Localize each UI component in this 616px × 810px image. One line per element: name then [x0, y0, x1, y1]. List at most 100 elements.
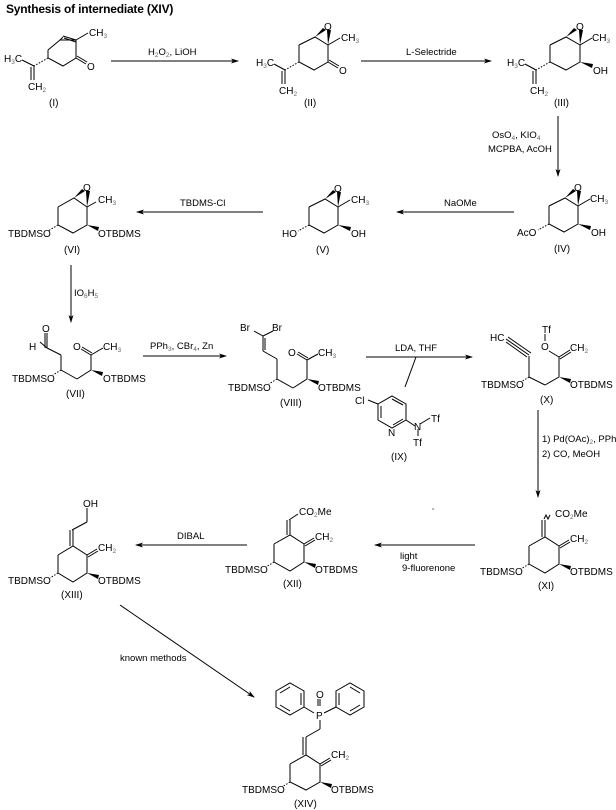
tbdmso-label: TBDMSO [242, 785, 285, 796]
compound-III: O CH3 OH H3C CH2 (III) [507, 22, 610, 109]
compound-label-VIII: (VIII) [280, 398, 302, 409]
ch3-label: CH3 [98, 195, 116, 207]
compound-XIII: OH CH2 OTBDMS TBDMSO (XIII) [8, 499, 141, 601]
pyridine-n: N [388, 428, 395, 439]
otbdms-label: OTBDMS [331, 785, 374, 796]
aldehyde-o: O [42, 324, 50, 335]
cond-VIII-X: LDA, THF [395, 343, 437, 354]
compound-XI: CO2Me CH2 OTBDMS TBDMSO (XI) [480, 509, 613, 592]
cond-X-XI-2: 2) CO, MeOH [542, 449, 600, 460]
epoxide-o: O [574, 183, 582, 194]
scheme-title: Synthesis of internediate (XIV) [6, 2, 174, 16]
compound-label-IV: (IV) [554, 244, 570, 255]
cond-XI-XII-1: light [400, 551, 418, 562]
compound-VI: O CH3 OTBDMS TBDMSO (VI) [8, 183, 141, 256]
cl-label: Cl [355, 396, 364, 407]
cond-VI-VII: IO6H5 [74, 288, 99, 300]
cond-IV-V: NaOMe [444, 198, 477, 209]
compound-label-I: (I) [49, 98, 58, 109]
ch3-label: CH3 [318, 348, 336, 360]
otbdms-label: OTBDMS [570, 380, 613, 391]
arrow-XIII-XIV [119, 604, 255, 698]
ch2-label: CH2 [28, 82, 46, 94]
ch2-label: CH2 [570, 534, 588, 546]
ch2-label: CH2 [315, 532, 333, 544]
cond-V-VI: TBDMS-Cl [180, 198, 225, 209]
ketone-o: O [73, 342, 81, 353]
epoxide-o: O [324, 22, 332, 33]
otbdms-label: OTBDMS [315, 565, 358, 576]
compound-label-V: (V) [316, 245, 329, 256]
otbdms-label: OTBDMS [570, 567, 613, 578]
compound-label-XII: (XII) [283, 579, 302, 590]
tbdmso-label: TBDMSO [225, 565, 268, 576]
oh-label: OH [83, 499, 98, 510]
epoxide-o: O [576, 22, 584, 33]
br-label-1: Br [240, 323, 251, 334]
ch3-label: CH3 [341, 33, 359, 45]
tbdmso-label: TBDMSO [481, 380, 524, 391]
oh-label: OH [351, 229, 366, 240]
tbdmso-label: TBDMSO [8, 229, 51, 240]
compound-VII: O H O CH3 OTBDMS TBDMSO (VII) [12, 324, 146, 400]
epoxide-o: O [83, 183, 91, 194]
ch2-label: CH2 [530, 86, 548, 98]
compound-label-XIV: (XIV) [294, 799, 317, 810]
compound-VIII: Br Br O CH3 OTBDMS TBDMSO (VIII) [228, 323, 361, 409]
br-label-2: Br [272, 323, 283, 334]
compound-II: O CH3 O H3C CH2 (II) [256, 22, 359, 109]
co2me-label: CO2Me [555, 509, 588, 521]
cond-III-IV-1: OsO4, KIO4 [492, 130, 541, 142]
ch2-label: CH2 [331, 750, 349, 762]
h3c-label: H3C [256, 58, 274, 70]
cond-XI-XII-2: 9-fluorenone [402, 563, 455, 574]
ch3-label: CH3 [592, 33, 610, 45]
compound-label-II: (II) [304, 98, 316, 109]
phenyl-ring-right [335, 682, 365, 716]
cond-X-XI-1: 1) Pd(OAc)2, PPh3 [542, 434, 616, 446]
tf-label: Tf [542, 325, 551, 336]
tbdmso-label: TBDMSO [228, 383, 271, 394]
cond-XIII-XIV: known methods [120, 653, 187, 664]
phosphine-oxide-o: O [316, 690, 324, 701]
compound-I: CH3 O H3C CH2 (I) [4, 28, 107, 109]
ketone-o: O [339, 66, 347, 77]
compound-IV: O CH3 OH AcO (IV) [517, 183, 608, 255]
tbdmso-label: TBDMSO [8, 576, 51, 587]
cond-III-IV-2: MCPBA, AcOH [488, 144, 552, 155]
stray-dot [432, 508, 434, 510]
compound-label-XIII: (XIII) [61, 590, 83, 601]
aldehyde-h: H [29, 342, 36, 353]
phosphorus-label: P [316, 711, 323, 722]
tbdmso-label: TBDMSO [480, 567, 523, 578]
ch2-label: CH2 [570, 343, 588, 355]
compound-label-VI: (VI) [64, 245, 80, 256]
compound-XIV: O P CH2 OTBDMS TBDMSO (XIV) [242, 682, 374, 810]
cond-XII-XIII: DIBAL [177, 531, 204, 542]
compound-label-VII: (VII) [66, 389, 85, 400]
phenyl-ring-left [275, 682, 305, 716]
compound-label-XI: (XI) [538, 581, 554, 592]
otbdms-label: OTBDMS [318, 383, 361, 394]
compound-V: O CH3 OH HO (V) [282, 184, 369, 256]
compound-X: HC Tf O CH2 OTBDMS TBDMSO (X) [481, 325, 613, 406]
enol-o: O [541, 342, 549, 353]
tf-label-1: Tf [431, 414, 440, 425]
amine-n: N [414, 422, 421, 433]
ch2-label: CH2 [279, 86, 297, 98]
compound-XII: CO2Me CH2 OTBDMS TBDMSO (XII) [225, 507, 358, 590]
ketone-o: O [87, 62, 95, 73]
compound-label-X: (X) [540, 395, 553, 406]
ch2-label: CH2 [98, 543, 116, 555]
ketone-o: O [288, 348, 296, 359]
reagent-connector [404, 356, 417, 388]
aco-label: AcO [517, 228, 537, 239]
h3c-label: H3C [4, 54, 22, 66]
ch3-label: CH3 [103, 342, 121, 354]
compound-IX: Cl N N Tf Tf (IX) [355, 395, 440, 463]
otbdms-label: OTBDMS [103, 374, 146, 385]
hc-label: HC [490, 333, 504, 344]
compound-label-IX: (IX) [391, 452, 407, 463]
h3c-label: H3C [507, 58, 525, 70]
